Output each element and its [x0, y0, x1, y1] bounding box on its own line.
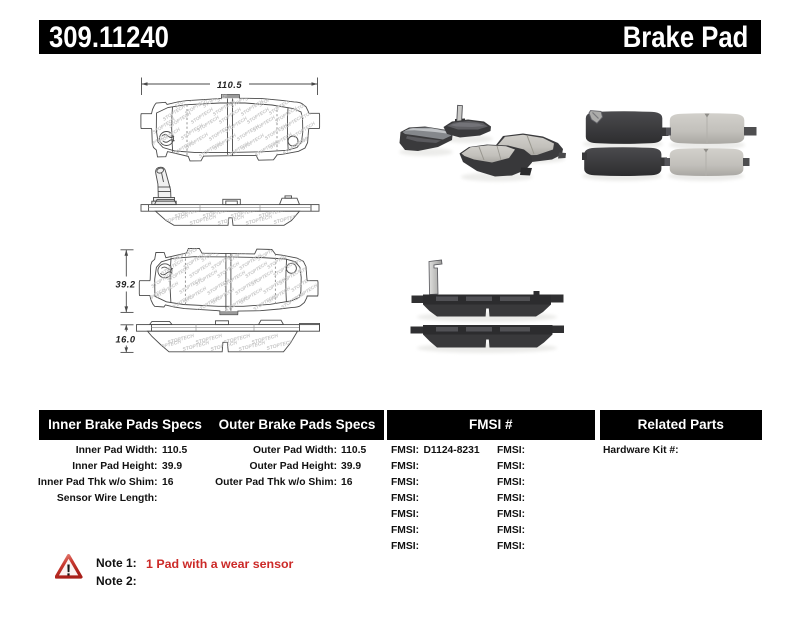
- svg-text:!: !: [65, 562, 70, 579]
- svg-text:STOPTECH: STOPTECH: [182, 340, 210, 353]
- svg-text:STOPTECH: STOPTECH: [238, 340, 266, 353]
- svg-text:STOPTECH: STOPTECH: [174, 207, 202, 220]
- svg-text:STOPTECH: STOPTECH: [245, 214, 273, 227]
- svg-text:STOPTECH: STOPTECH: [230, 207, 258, 220]
- svg-text:STOPTECH: STOPTECH: [258, 207, 286, 220]
- svg-text:STOPTECH: STOPTECH: [294, 94, 319, 112]
- svg-text:110.5: 110.5: [217, 80, 242, 90]
- svg-text:STOPTECH: STOPTECH: [189, 214, 217, 227]
- svg-text:16.0: 16.0: [115, 335, 135, 345]
- svg-text:STOPTECH: STOPTECH: [202, 207, 230, 220]
- svg-text:39.2: 39.2: [115, 280, 135, 290]
